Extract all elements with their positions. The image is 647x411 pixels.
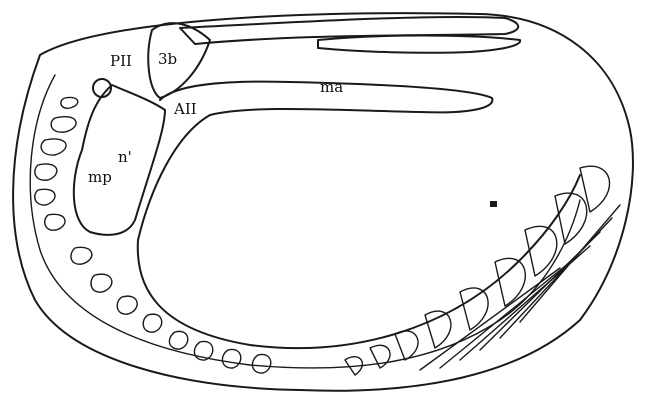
label-mp: mp [88,168,112,186]
cell [41,139,66,155]
cell [525,226,557,276]
label-aii: AII [173,100,197,118]
dot-marker [490,201,497,207]
cell [555,193,587,244]
cell [61,97,78,108]
cell [117,296,137,314]
label-ma: ma [320,78,343,96]
cell [252,354,270,373]
cell [222,349,240,368]
cell [91,274,112,292]
cell [395,331,418,360]
outer-shell-outline [13,13,633,391]
cell [35,189,55,205]
label-pii: PII [110,52,132,70]
cell [71,247,92,264]
label-3b: 3b [158,50,177,68]
cell [45,214,65,230]
cell [495,258,525,306]
hinge-band [180,17,518,44]
cell [51,117,76,133]
inner-shell-margin [30,75,580,368]
cell [169,331,187,349]
anterior-adductor-scar [318,36,520,53]
left-cell-row [35,97,271,373]
cell [580,166,610,212]
cell [35,164,57,180]
cell [143,314,162,332]
label-n-prime: n' [118,148,132,166]
